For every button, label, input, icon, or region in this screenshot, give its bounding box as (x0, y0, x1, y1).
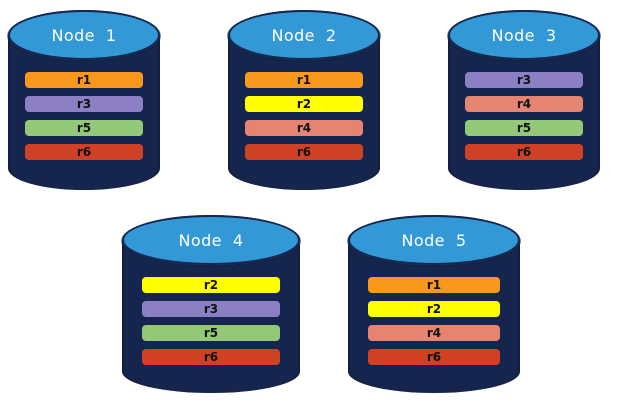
cylinder-top-ellipse (348, 215, 520, 265)
replica-bar[interactable]: r6 (245, 144, 363, 160)
replica-bar[interactable]: r2 (142, 277, 280, 293)
replica-bar[interactable]: r5 (142, 325, 280, 341)
replica-bar[interactable]: r2 (245, 96, 363, 112)
cylinder-body (448, 35, 600, 190)
cylinder-top-ellipse (122, 215, 300, 265)
replica-bar[interactable]: r6 (465, 144, 583, 160)
replica-bar[interactable]: r1 (25, 72, 143, 88)
replica-list: r1 r2 r4 r6 (228, 72, 380, 160)
replica-bar[interactable]: r5 (465, 120, 583, 136)
cylinder-body (228, 35, 380, 190)
cylinder-top-ellipse (228, 10, 380, 60)
replica-bar[interactable]: r6 (142, 349, 280, 365)
replica-bar[interactable]: r1 (367, 277, 501, 293)
replica-bar[interactable]: r3 (142, 301, 280, 317)
replica-bar[interactable]: r3 (465, 72, 583, 88)
replica-bar[interactable]: r3 (25, 96, 143, 112)
replica-list: r3 r4 r5 r6 (448, 72, 600, 160)
cylinder-body (8, 35, 160, 190)
cylinder-top-ellipse (8, 10, 160, 60)
replica-bar[interactable]: r2 (367, 301, 501, 317)
replica-list: r1 r2 r4 r6 (348, 277, 520, 365)
cylinder-top-ellipse (448, 10, 600, 60)
replica-bar[interactable]: r6 (367, 349, 501, 365)
replica-bar[interactable]: r5 (25, 120, 143, 136)
replica-bar[interactable]: r4 (245, 120, 363, 136)
replica-bar[interactable]: r4 (465, 96, 583, 112)
replica-bar[interactable]: r1 (245, 72, 363, 88)
replica-list: r1 r3 r5 r6 (8, 72, 160, 160)
replica-list: r2 r3 r5 r6 (122, 277, 300, 365)
replica-bar[interactable]: r6 (25, 144, 143, 160)
replica-bar[interactable]: r4 (367, 325, 501, 341)
